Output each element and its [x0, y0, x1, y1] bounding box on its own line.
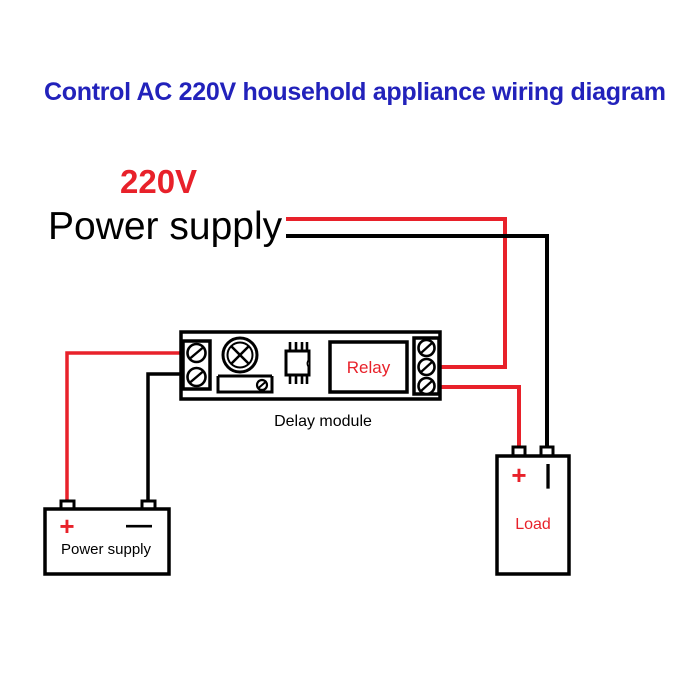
- output-terminal-no-slot: [420, 380, 433, 392]
- delay-module[interactable]: Relay Delay module: [179, 330, 442, 430]
- mains-supply-label: Power supply: [48, 205, 283, 248]
- potentiometer-slot-b: [230, 345, 250, 365]
- relay-label: Relay: [347, 358, 391, 377]
- load-device[interactable]: + | Load: [495, 445, 571, 576]
- battery-power-supply[interactable]: + — Power supply: [43, 499, 171, 576]
- battery-plus-sign: +: [59, 511, 74, 541]
- relay-body: [328, 340, 409, 394]
- input-terminal-1-slot: [189, 346, 204, 360]
- output-terminal-nc-slot: [420, 342, 433, 354]
- wire-mains-neutral: [286, 234, 549, 457]
- capacitor-screw-slot: [257, 381, 267, 389]
- module-input-terminal-block[interactable]: [181, 339, 212, 391]
- battery-minus-sign: —: [126, 509, 152, 539]
- wire-battery-positive: [65, 351, 184, 510]
- ic-chip-notch: [306, 359, 310, 368]
- potentiometer[interactable]: [221, 336, 259, 374]
- load-label: Load: [515, 516, 551, 533]
- capacitor-component: [216, 374, 274, 394]
- load-minus-sign: |: [544, 459, 551, 489]
- battery-body: [43, 507, 171, 576]
- module-caption: Delay module: [274, 413, 372, 430]
- output-terminal-com-slot: [420, 361, 433, 373]
- wire-relay-to-load: [438, 385, 521, 457]
- mains-voltage-label: 220V: [120, 163, 197, 200]
- battery-label: Power supply: [61, 541, 152, 558]
- load-plus-sign: +: [511, 460, 526, 490]
- module-output-terminal-block[interactable]: [412, 336, 441, 396]
- page-title: Control AC 220V household appliance wiri…: [44, 78, 666, 106]
- wire-battery-negative: [146, 372, 184, 510]
- load-body: [495, 454, 571, 576]
- wire-mains-live: [286, 217, 507, 369]
- ic-chip: [284, 342, 311, 384]
- relay-component: Relay: [328, 340, 409, 394]
- ic-chip-body: [284, 349, 311, 377]
- input-terminal-2-slot: [189, 370, 204, 384]
